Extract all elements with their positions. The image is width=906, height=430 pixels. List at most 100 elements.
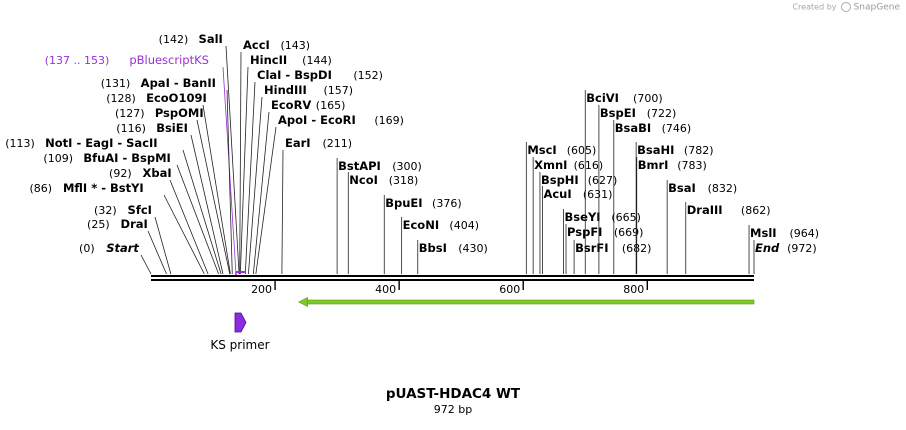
- site-name: BsaHI: [637, 143, 674, 157]
- site-name: EcoRV: [271, 98, 311, 112]
- site-leader-line: [239, 51, 242, 275]
- site-leader-line: [255, 126, 277, 275]
- site-name: MflI * - BstYI: [63, 181, 144, 195]
- site-name: BseYI: [565, 210, 601, 224]
- site-leader-line: [225, 45, 240, 275]
- site-leader-line: [281, 149, 284, 275]
- site-position: (157): [324, 84, 354, 97]
- site-position: (143): [280, 39, 310, 52]
- site-position: (169): [374, 114, 404, 127]
- site-position: (404): [449, 219, 479, 232]
- site-position: (165): [316, 99, 346, 112]
- site-position: (832): [708, 182, 738, 195]
- ks-primer-label: KS primer: [210, 338, 269, 352]
- site-leader-line: [247, 96, 263, 275]
- site-name: EarI: [285, 136, 311, 150]
- site-name: End: [755, 241, 780, 255]
- site-leader-line: [196, 119, 231, 275]
- site-leader-line: [154, 216, 172, 275]
- scale-tick-label: 800: [623, 283, 644, 296]
- site-name: BsiEI: [156, 121, 188, 135]
- site-position: (972): [787, 242, 817, 255]
- site-position: (127): [115, 107, 145, 120]
- site-name: DraIII: [687, 203, 723, 217]
- site-name: HindIII: [264, 83, 307, 97]
- map-length: 972 bp: [433, 403, 473, 416]
- site-name: HincII: [250, 53, 287, 67]
- site-name: Start: [106, 241, 139, 255]
- site-position: (665): [611, 211, 641, 224]
- site-name: EcoO109I: [146, 91, 207, 105]
- site-name: BfuAI - BspMI: [83, 151, 170, 165]
- site-position: (782): [684, 144, 714, 157]
- site-leader-line: [140, 254, 152, 275]
- site-position: (862): [741, 204, 771, 217]
- site-position: (631): [583, 188, 613, 201]
- site-name: BciVI: [586, 91, 619, 105]
- site-name: SfcI: [128, 203, 152, 217]
- site-position: (92): [109, 167, 132, 180]
- site-name: pBluescriptKS: [129, 53, 209, 67]
- site-position: (32): [94, 204, 117, 217]
- site-name: XmnI: [534, 158, 567, 172]
- site-position: (116): [116, 122, 146, 135]
- site-leader-line: [202, 104, 231, 275]
- site-name: MslI: [750, 226, 777, 240]
- site-position: (318): [389, 174, 419, 187]
- site-leader-line: [190, 134, 224, 275]
- site-leader-line: [226, 89, 233, 275]
- site-position: (128): [106, 92, 136, 105]
- site-leader-line: [176, 164, 219, 275]
- site-name: AcuI: [543, 187, 571, 201]
- site-position: (152): [353, 69, 383, 82]
- scale-tick-label: 600: [499, 283, 520, 296]
- site-position: (300): [392, 160, 422, 173]
- ks-primer-arrow: [234, 312, 247, 333]
- site-position: (669): [614, 226, 644, 239]
- orf-arrow-body: [304, 299, 755, 305]
- snapgene-credit: Created by SnapGene: [792, 2, 900, 13]
- site-name: PspFI: [567, 225, 602, 239]
- site-position: (746): [662, 122, 692, 135]
- site-name: DraI: [121, 217, 148, 231]
- site-name: BbsI: [419, 241, 447, 255]
- scale-tick-label: 200: [251, 283, 272, 296]
- site-position: (144): [302, 54, 332, 67]
- site-name: MscI: [527, 143, 556, 157]
- site-name: ClaI - BspDI: [257, 68, 332, 82]
- snapgene-logo-icon: [841, 2, 852, 12]
- site-name: NcoI: [349, 173, 378, 187]
- site-position: (131): [101, 77, 131, 90]
- site-name: NotI - EagI - SacII: [45, 136, 157, 150]
- orf-arrow-head: [297, 297, 308, 307]
- scale-tick-label: 400: [375, 283, 396, 296]
- site-name: BsrFI: [575, 241, 608, 255]
- site-position: (376): [432, 197, 462, 210]
- site-position: (25): [87, 218, 110, 231]
- site-leader-line: [169, 179, 209, 275]
- site-position: (700): [633, 92, 663, 105]
- site-name: PspOMI: [155, 106, 204, 120]
- map-title: pUAST-HDAC4 WT: [385, 386, 521, 402]
- site-name: BsaBI: [615, 121, 651, 135]
- site-name: EcoNI: [403, 218, 439, 232]
- site-position: (113): [5, 137, 35, 150]
- site-position: (783): [677, 159, 707, 172]
- site-position: (722): [647, 107, 677, 120]
- site-leader-line: [252, 111, 270, 275]
- site-position: (86): [29, 182, 52, 195]
- site-name: ApaI - BanII: [141, 76, 216, 90]
- site-leader-line: [244, 81, 256, 275]
- credit-brand: SnapGene: [853, 2, 900, 13]
- site-leader-line: [182, 149, 222, 275]
- site-position: (627): [588, 174, 618, 187]
- credit-prefix: Created by: [792, 2, 837, 12]
- site-position: (109): [43, 152, 73, 165]
- site-name: SalI: [199, 32, 223, 46]
- site-position: (137 .. 153): [45, 54, 110, 67]
- site-position: (0): [79, 242, 95, 255]
- site-name: ApoI - EcoRI: [278, 113, 356, 127]
- site-name: AccI: [243, 38, 270, 52]
- site-name: BspHI: [541, 173, 579, 187]
